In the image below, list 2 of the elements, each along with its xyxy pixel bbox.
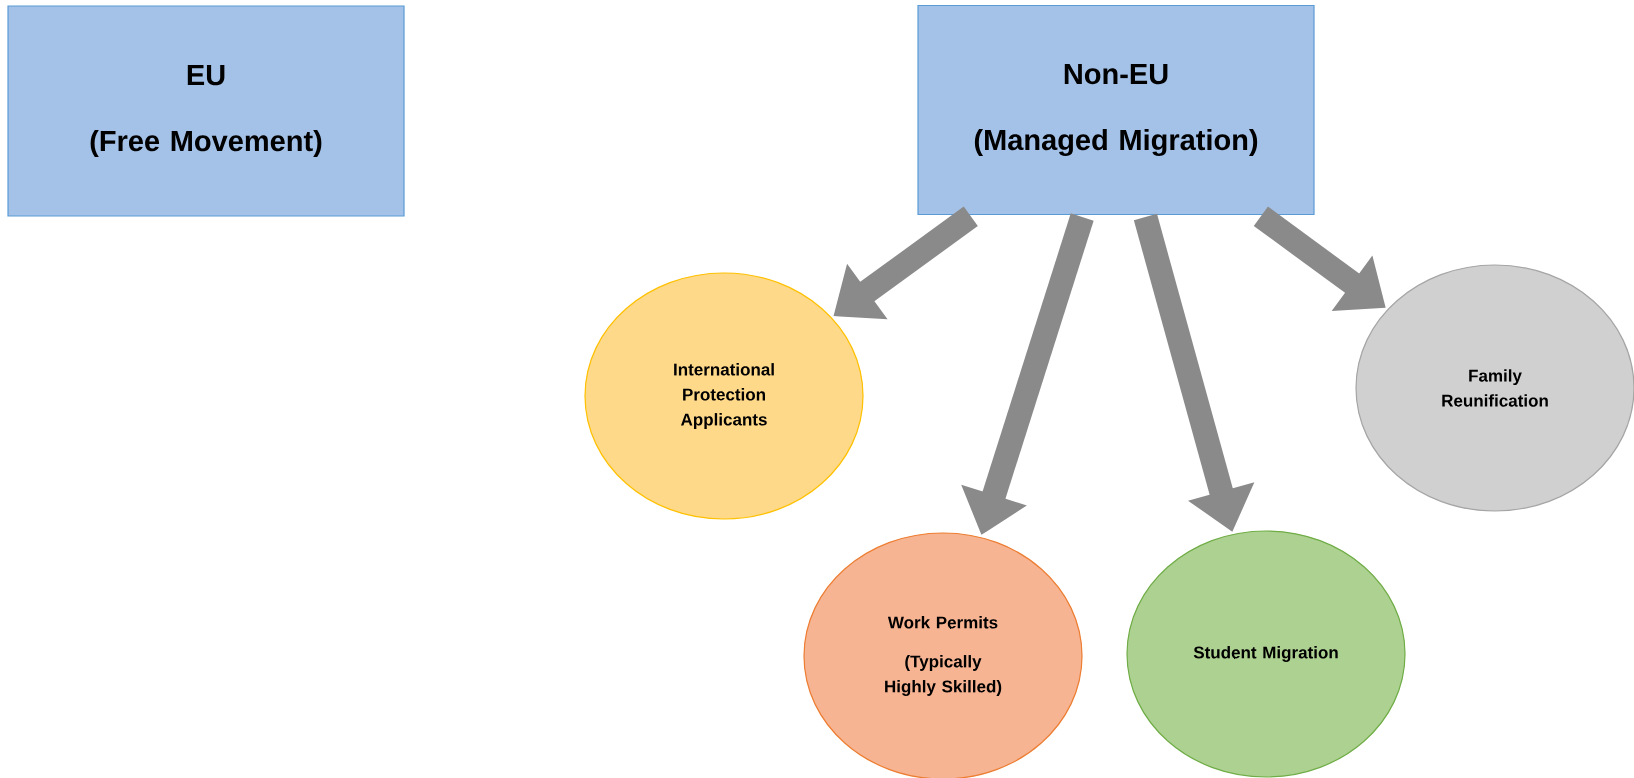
category-box: EU (Free Movement) bbox=[7, 5, 405, 217]
category-box: Non-EU (Managed Migration) bbox=[917, 4, 1315, 216]
